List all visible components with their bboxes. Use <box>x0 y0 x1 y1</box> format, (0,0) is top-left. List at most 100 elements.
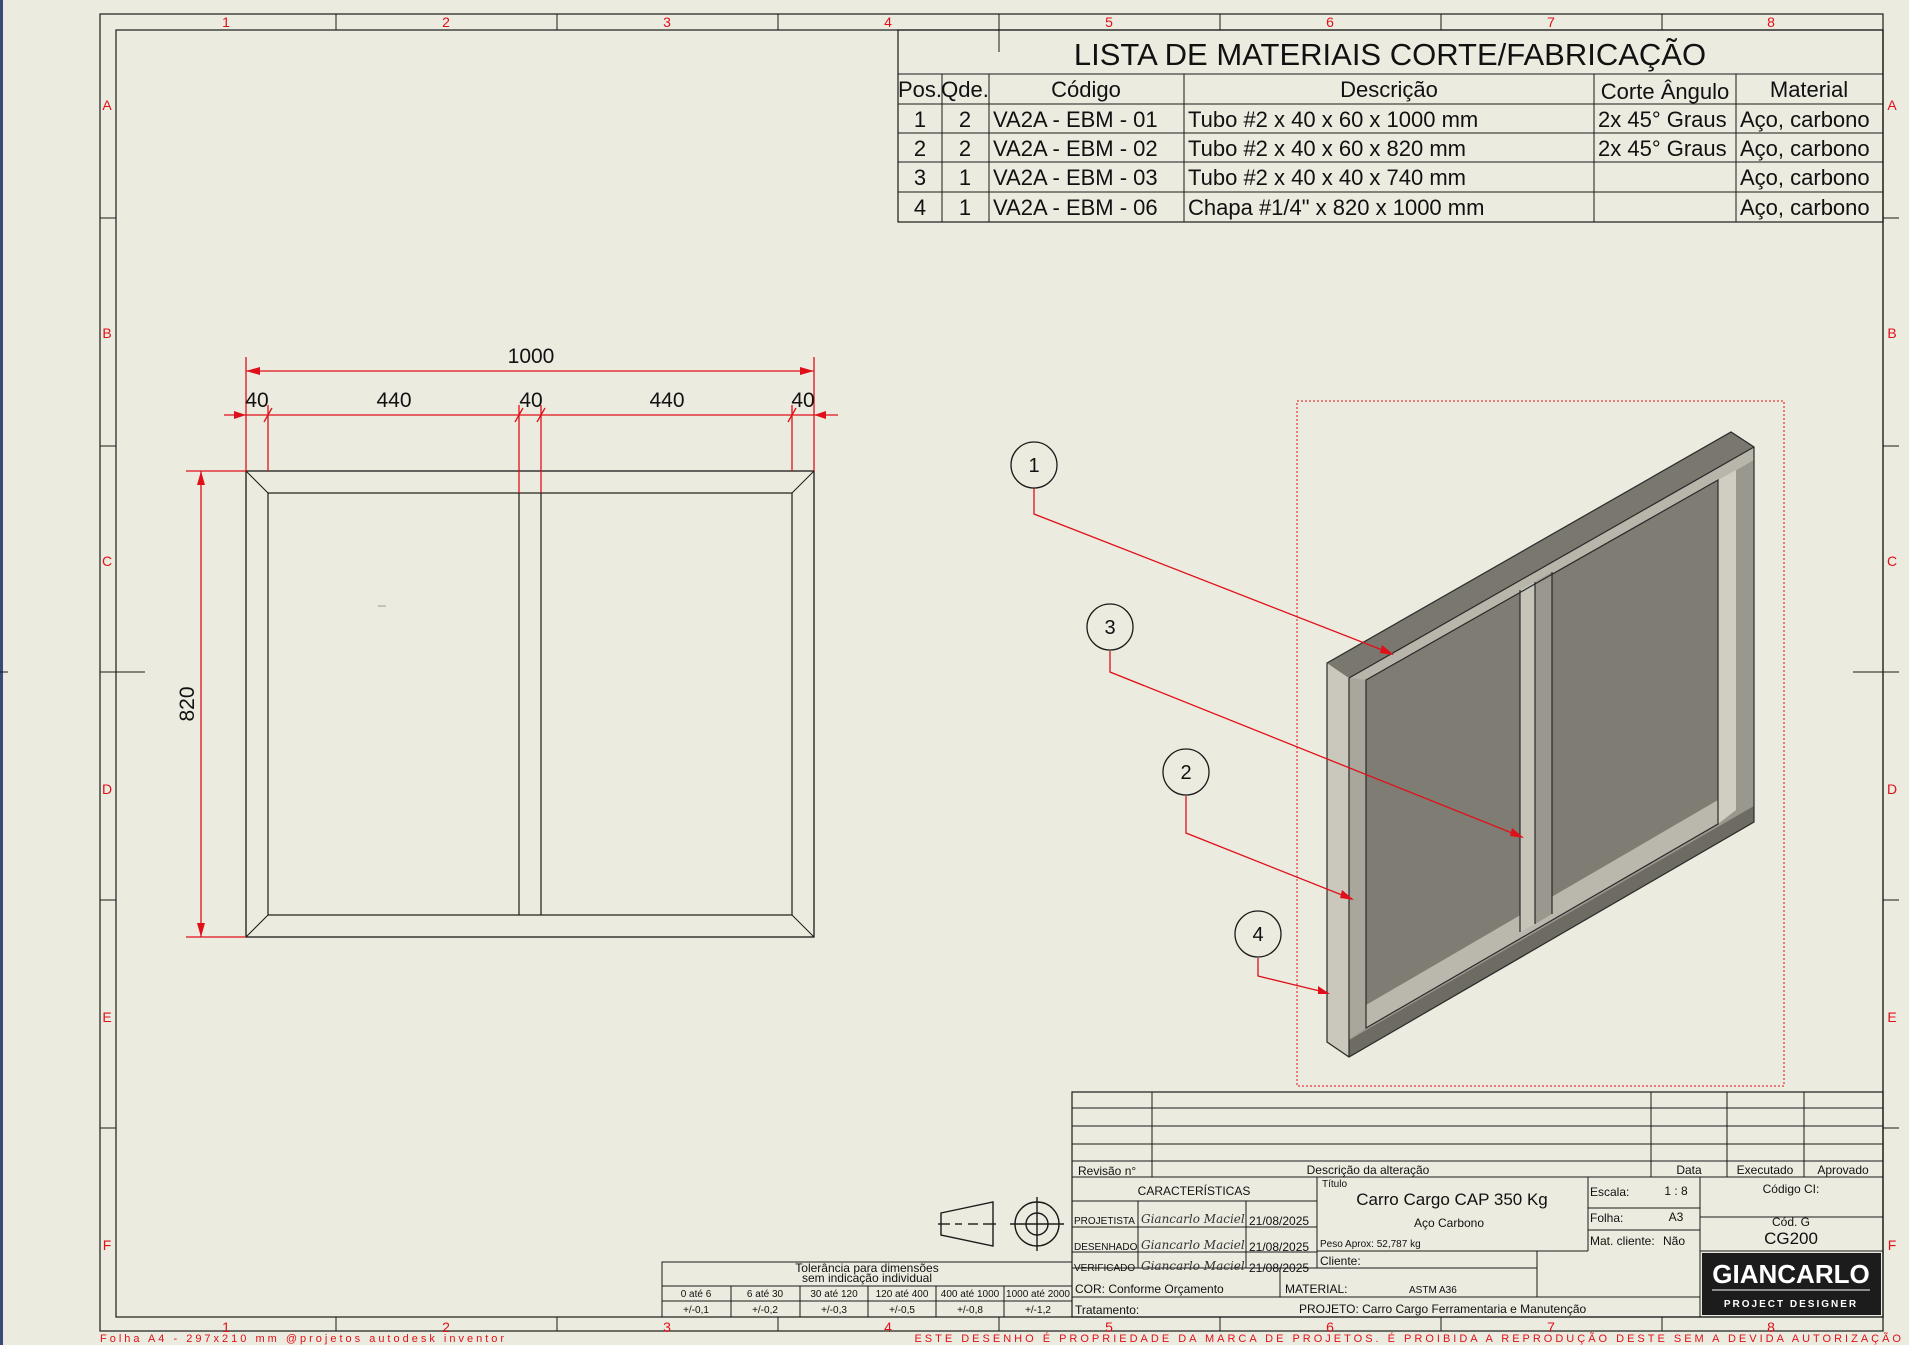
tolerance-value-5: +/-0,8 <box>957 1305 983 1316</box>
zone-row-e: E <box>102 1009 111 1025</box>
bom-cell-r3-description: Tubo #2 x 40 x 40 x 740 mm <box>1188 165 1466 190</box>
tolerance-value-6: +/-1,2 <box>1025 1305 1051 1316</box>
bom-cell-r2-material: Aço, carbono <box>1740 136 1870 161</box>
zone-col-5: 5 <box>1105 14 1113 30</box>
zone-row-f-right: F <box>1888 1237 1897 1253</box>
balloon-2: 2 <box>1180 762 1191 784</box>
tolerance-value-4: +/-0,5 <box>889 1305 915 1316</box>
zone-row-c: C <box>102 553 112 569</box>
tolerance-range-6: 1000 até 2000 <box>1006 1289 1070 1300</box>
bom-cell-r3-material: Aço, carbono <box>1740 165 1870 190</box>
zone-col-7: 7 <box>1547 14 1555 30</box>
zone-col-1-bottom: 1 <box>222 1319 230 1335</box>
tolerance-title-2: sem indicação individual <box>802 1271 932 1285</box>
dim-segment-1: 40 <box>245 389 268 412</box>
zone-col-1: 1 <box>222 14 230 30</box>
zone-col-8-bottom: 8 <box>1767 1319 1775 1335</box>
zone-col-3-bottom: 3 <box>663 1319 671 1335</box>
isometric-view <box>1296 400 1785 1087</box>
rev-header-description: Descrição da alteração <box>1307 1163 1430 1177</box>
dim-segment-2: 440 <box>376 389 411 412</box>
tratamento-label: Tratamento: <box>1075 1303 1139 1317</box>
tolerance-range-2: 6 até 30 <box>747 1289 784 1300</box>
dim-segment-5: 40 <box>791 389 814 412</box>
tolerance-value-1: +/-0,1 <box>683 1305 709 1316</box>
bom-header-code: Código <box>1051 77 1121 102</box>
bom-cell-r1-angle: 2x 45° Graus <box>1598 107 1727 132</box>
date-verificado: 21/08/2025 <box>1249 1261 1309 1275</box>
bom-cell-r1-material: Aço, carbono <box>1740 107 1870 132</box>
material-label: MATERIAL: <box>1285 1282 1347 1296</box>
balloons: 1 3 2 4 <box>1010 441 1524 994</box>
dim-segment-3: 40 <box>519 389 542 412</box>
weight: Peso Aprox: 52,787 kg <box>1320 1239 1421 1250</box>
zone-col-6-bottom: 6 <box>1326 1319 1334 1335</box>
signature-desenhado: Giancarlo Maciel <box>1141 1238 1245 1252</box>
rev-header-approved: Aprovado <box>1817 1163 1869 1177</box>
tolerance-value-3: +/-0,3 <box>821 1305 847 1316</box>
dimensions: 1000 40 440 40 440 40 820 <box>176 345 838 938</box>
bom-cell-r1-qty: 2 <box>959 107 971 132</box>
code-g-value: CG200 <box>1764 1229 1818 1248</box>
tolerance-range-5: 400 até 1000 <box>941 1289 1000 1300</box>
logo-box <box>1702 1253 1881 1315</box>
bom-cell-r2-angle: 2x 45° Graus <box>1598 136 1727 161</box>
rev-header-date: Data <box>1676 1163 1702 1177</box>
zone-col-8: 8 <box>1767 14 1775 30</box>
zone-row-d-right: D <box>1887 781 1897 797</box>
bom-cell-r2-description: Tubo #2 x 40 x 60 x 820 mm <box>1188 136 1466 161</box>
balloon-1: 1 <box>1028 455 1039 477</box>
scale-value: 1 : 8 <box>1664 1184 1688 1198</box>
front-view <box>245 470 815 938</box>
zone-col-7-bottom: 7 <box>1547 1319 1555 1335</box>
material-value: ASTM A36 <box>1409 1285 1457 1296</box>
date-desenhado: 21/08/2025 <box>1249 1240 1309 1254</box>
zone-col-3: 3 <box>663 14 671 30</box>
bom-header-material: Material <box>1770 77 1848 102</box>
zone-row-e-right: E <box>1887 1009 1896 1025</box>
zone-row-b-right: B <box>1887 325 1896 341</box>
tolerance-value-2: +/-0,2 <box>752 1305 778 1316</box>
zone-col-6: 6 <box>1326 14 1334 30</box>
bom-header-pos: Pos. <box>898 77 942 102</box>
bom-table: LISTA DE MATERIAIS CORTE/FABRICAÇÃO Pos.… <box>897 29 1884 223</box>
tolerance-range-1: 0 até 6 <box>681 1289 712 1300</box>
client-mat-label: Mat. cliente: <box>1590 1234 1655 1248</box>
bom-cell-r4-description: Chapa #1/4" x 820 x 1000 mm <box>1188 195 1484 220</box>
role-verificado: VERIFICADO <box>1074 1263 1135 1274</box>
bom-cell-r3-code: VA2A - EBM - 03 <box>993 165 1158 190</box>
bom-cell-r2-qty: 2 <box>959 136 971 161</box>
cor-field: COR: Conforme Orçamento <box>1075 1282 1224 1296</box>
balloon-3: 3 <box>1104 617 1115 639</box>
bom-cell-r2-code: VA2A - EBM - 02 <box>993 136 1158 161</box>
zone-col-4-bottom: 4 <box>884 1319 892 1335</box>
sheet-label: Folha: <box>1590 1211 1623 1225</box>
client-mat-value: Não <box>1663 1234 1685 1248</box>
drawing-title: Carro Cargo CAP 350 Kg <box>1356 1190 1548 1209</box>
tolerance-table: Tolerância para dimensões sem indicação … <box>661 1261 1073 1318</box>
zone-labels: 1 2 3 4 5 6 7 8 1 2 3 4 5 6 7 8 A B C D … <box>102 14 1897 1335</box>
signature-verificado: Giancarlo Maciel <box>1141 1259 1245 1273</box>
caracteristicas-label: CARACTERÍSTICAS <box>1138 1183 1251 1198</box>
logo-sub: PROJECT DESIGNER <box>1724 1299 1858 1310</box>
zone-row-f: F <box>103 1237 112 1253</box>
bom-header-description: Descrição <box>1340 77 1438 102</box>
scale-label: Escala: <box>1590 1185 1629 1199</box>
zone-col-2-bottom: 2 <box>442 1319 450 1335</box>
bom-cell-r1-code: VA2A - EBM - 01 <box>993 107 1158 132</box>
zone-row-c-right: C <box>1887 553 1897 569</box>
bom-cell-r4-qty: 1 <box>959 195 971 220</box>
tolerance-range-3: 30 até 120 <box>810 1289 858 1300</box>
signature-projetista: Giancarlo Maciel <box>1141 1212 1245 1226</box>
bom-cell-r3-pos: 3 <box>914 165 926 190</box>
balloon-4: 4 <box>1252 924 1263 946</box>
zone-col-4: 4 <box>884 14 892 30</box>
code-ci-label: Código CI: <box>1763 1182 1820 1196</box>
code-g-label: Cód. G <box>1772 1215 1810 1229</box>
dim-height: 820 <box>176 686 199 721</box>
bom-header-angle: Corte Ângulo <box>1601 79 1729 104</box>
bom-cell-r4-code: VA2A - EBM - 06 <box>993 195 1158 220</box>
zone-ticks <box>0 14 1899 1331</box>
bom-cell-r4-material: Aço, carbono <box>1740 195 1870 220</box>
cliente-label: Cliente: <box>1320 1254 1361 1268</box>
